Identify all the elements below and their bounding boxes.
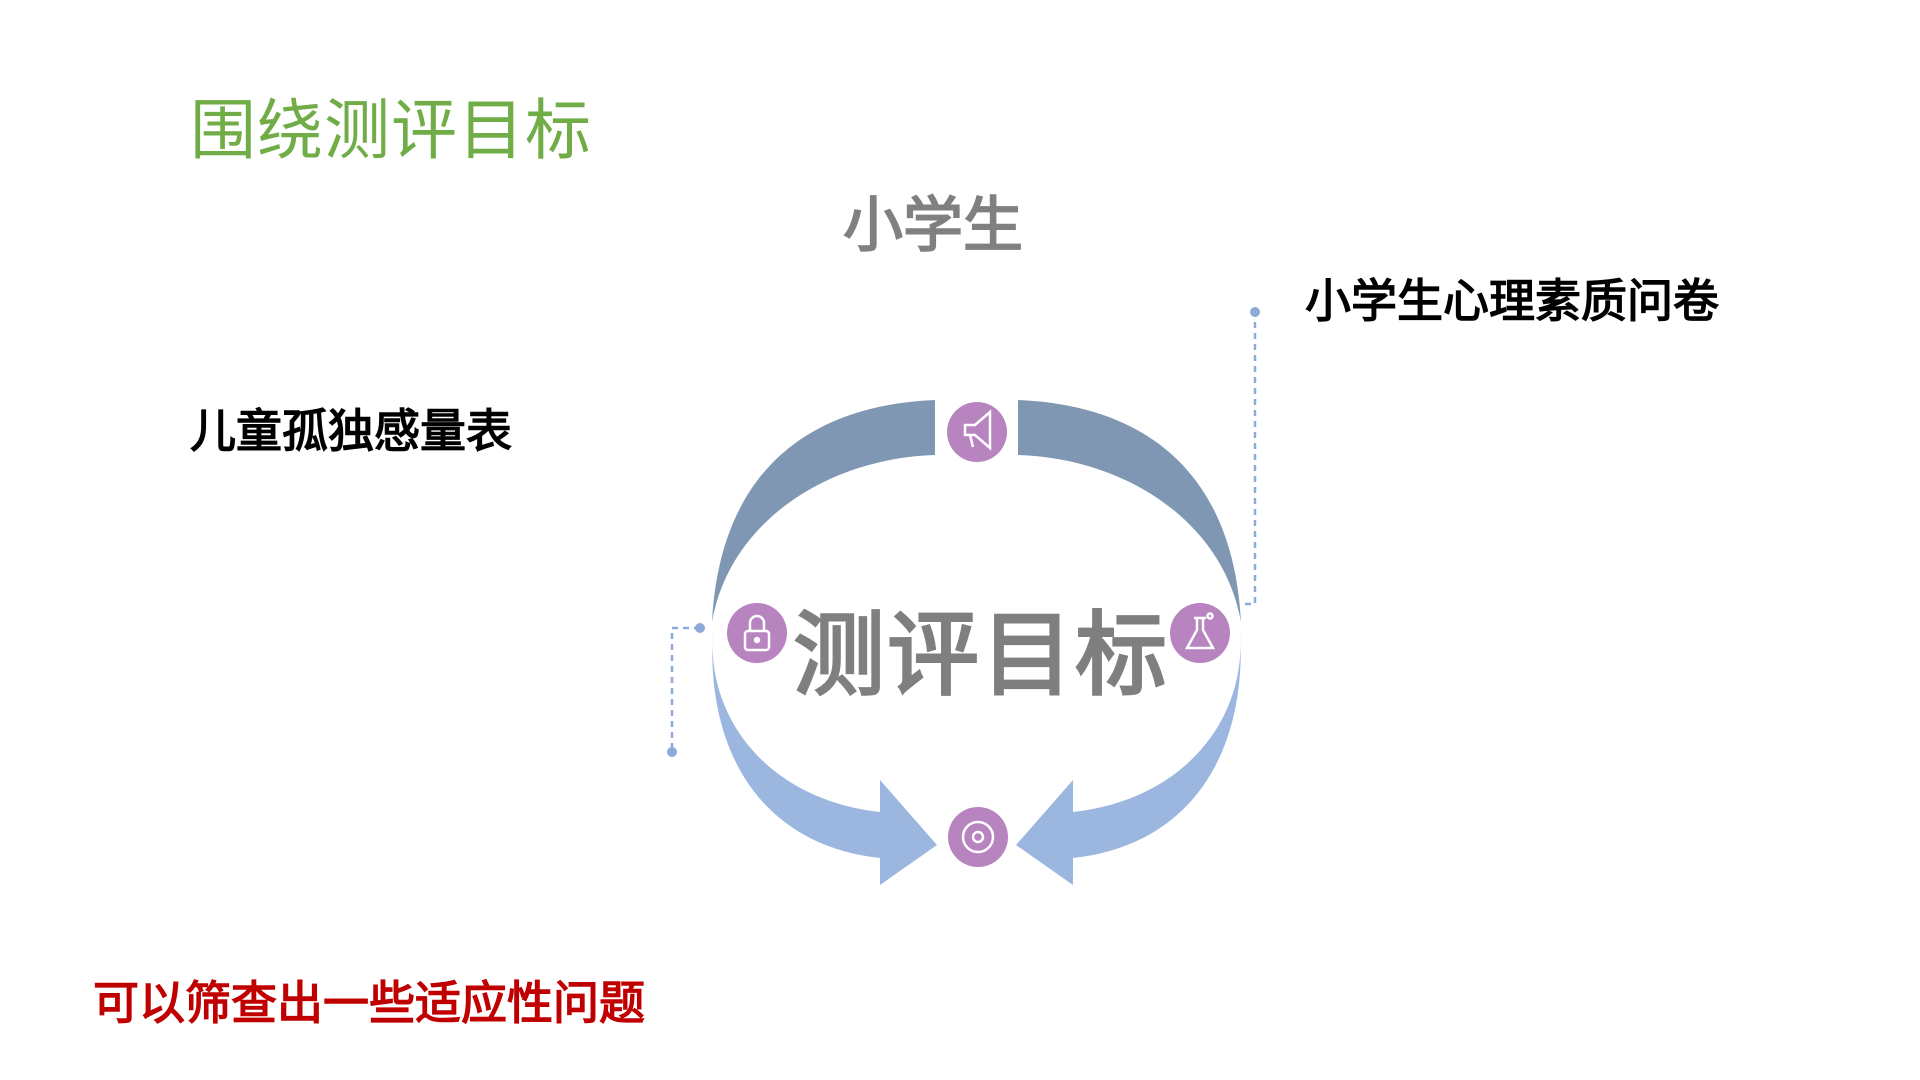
- top-node: [947, 402, 1007, 462]
- right-connector-dot: [1250, 307, 1260, 317]
- megaphone-icon: [963, 409, 992, 451]
- upper-left-arc: [712, 400, 935, 622]
- lower-left-arrow: [712, 628, 937, 885]
- left-connector-dot: [695, 623, 705, 633]
- right-node: [1170, 603, 1230, 663]
- lower-right-arrow: [1016, 628, 1241, 885]
- left-scale-label: 儿童孤独感量表: [190, 404, 512, 458]
- right-scale-label: 小学生心理素质问卷: [1305, 274, 1719, 328]
- left-connector-end-dot: [667, 747, 677, 757]
- upper-right-arc: [1018, 400, 1241, 622]
- slide-title: 围绕测评目标: [190, 92, 592, 169]
- lock-icon: [743, 614, 771, 652]
- flask-icon: [1184, 612, 1216, 650]
- bottom-node: [948, 807, 1008, 867]
- right-connector: [1245, 312, 1257, 606]
- left-connector: [670, 626, 700, 752]
- bottom-note: 可以筛查出一些适应性问题: [93, 976, 645, 1030]
- center-label: 测评目标: [793, 602, 1170, 709]
- disc-icon: [961, 820, 995, 854]
- left-node: [727, 603, 787, 663]
- audience-heading: 小学生: [843, 191, 1023, 261]
